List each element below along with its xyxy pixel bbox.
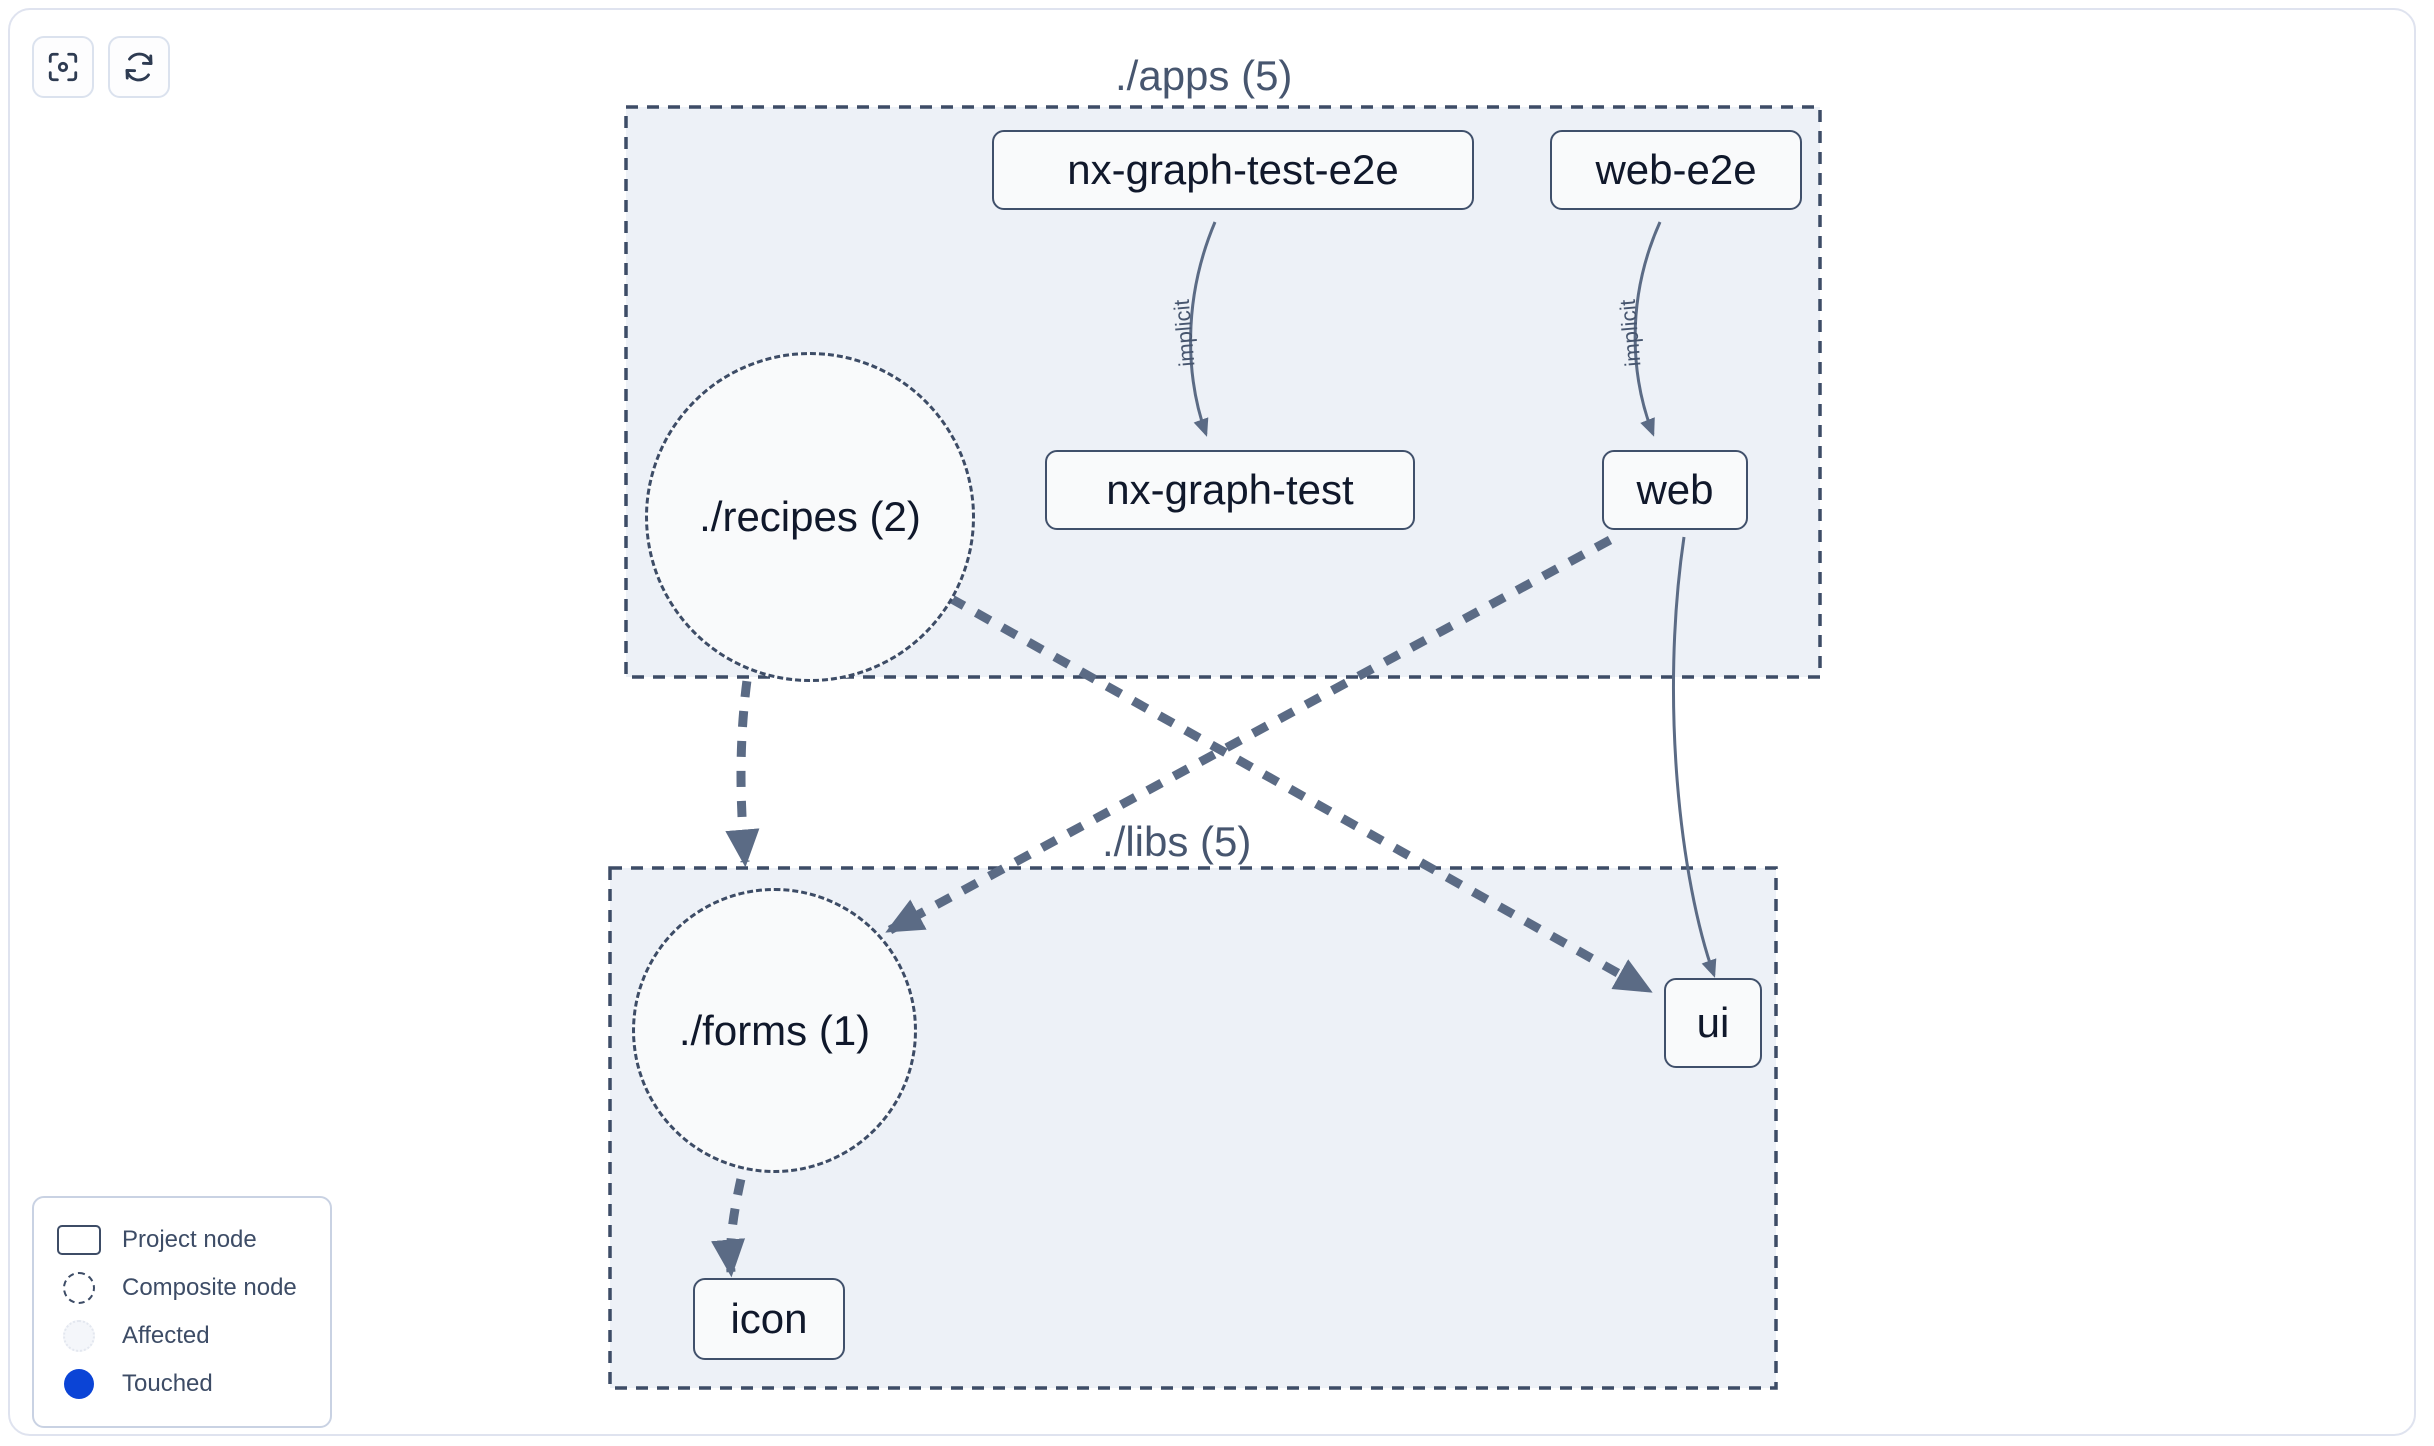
focus-target-icon xyxy=(46,50,80,84)
legend-label-composite-node: Composite node xyxy=(122,1274,297,1301)
group-title-apps: ./apps (5) xyxy=(1115,52,1293,99)
project-node-swatch-icon xyxy=(56,1223,102,1257)
edge-recipes-to-ui xyxy=(947,594,1653,994)
edge-nx-graph-test-e2e-to-nx-graph-test xyxy=(1189,221,1217,437)
edge-web-e2e-to-web xyxy=(1633,221,1662,437)
node-ui[interactable]: ui xyxy=(1664,978,1762,1068)
node-icon[interactable]: icon xyxy=(693,1278,845,1360)
legend-label-touched: Touched xyxy=(122,1370,213,1397)
group-title-libs: ./libs (5) xyxy=(1102,818,1252,865)
affected-swatch-icon xyxy=(56,1319,102,1353)
node-nx-graph-test[interactable]: nx-graph-test xyxy=(1045,450,1415,530)
edge-web-to-ui xyxy=(1671,536,1717,978)
legend-label-project-node: Project node xyxy=(122,1226,257,1253)
legend-row-composite-node: Composite node xyxy=(56,1264,308,1312)
legend-row-affected: Affected xyxy=(56,1312,308,1360)
refresh-icon xyxy=(122,50,156,84)
composite-node-swatch-icon xyxy=(56,1271,102,1305)
graph-toolbar xyxy=(32,36,170,98)
graph-legend: Project node Composite node Affected Tou… xyxy=(32,1196,332,1428)
node-forms-composite[interactable]: ./forms (1) xyxy=(632,888,917,1173)
touched-swatch-icon xyxy=(56,1367,102,1401)
legend-row-project-node: Project node xyxy=(56,1216,308,1264)
node-web-e2e[interactable]: web-e2e xyxy=(1550,130,1802,210)
legend-row-touched: Touched xyxy=(56,1360,308,1408)
legend-label-affected: Affected xyxy=(122,1322,210,1349)
node-recipes-composite[interactable]: ./recipes (2) xyxy=(645,352,975,682)
refresh-graph-button[interactable] xyxy=(108,36,170,98)
focus-graph-button[interactable] xyxy=(32,36,94,98)
node-web[interactable]: web xyxy=(1602,450,1748,530)
node-nx-graph-test-e2e[interactable]: nx-graph-test-e2e xyxy=(992,130,1474,210)
